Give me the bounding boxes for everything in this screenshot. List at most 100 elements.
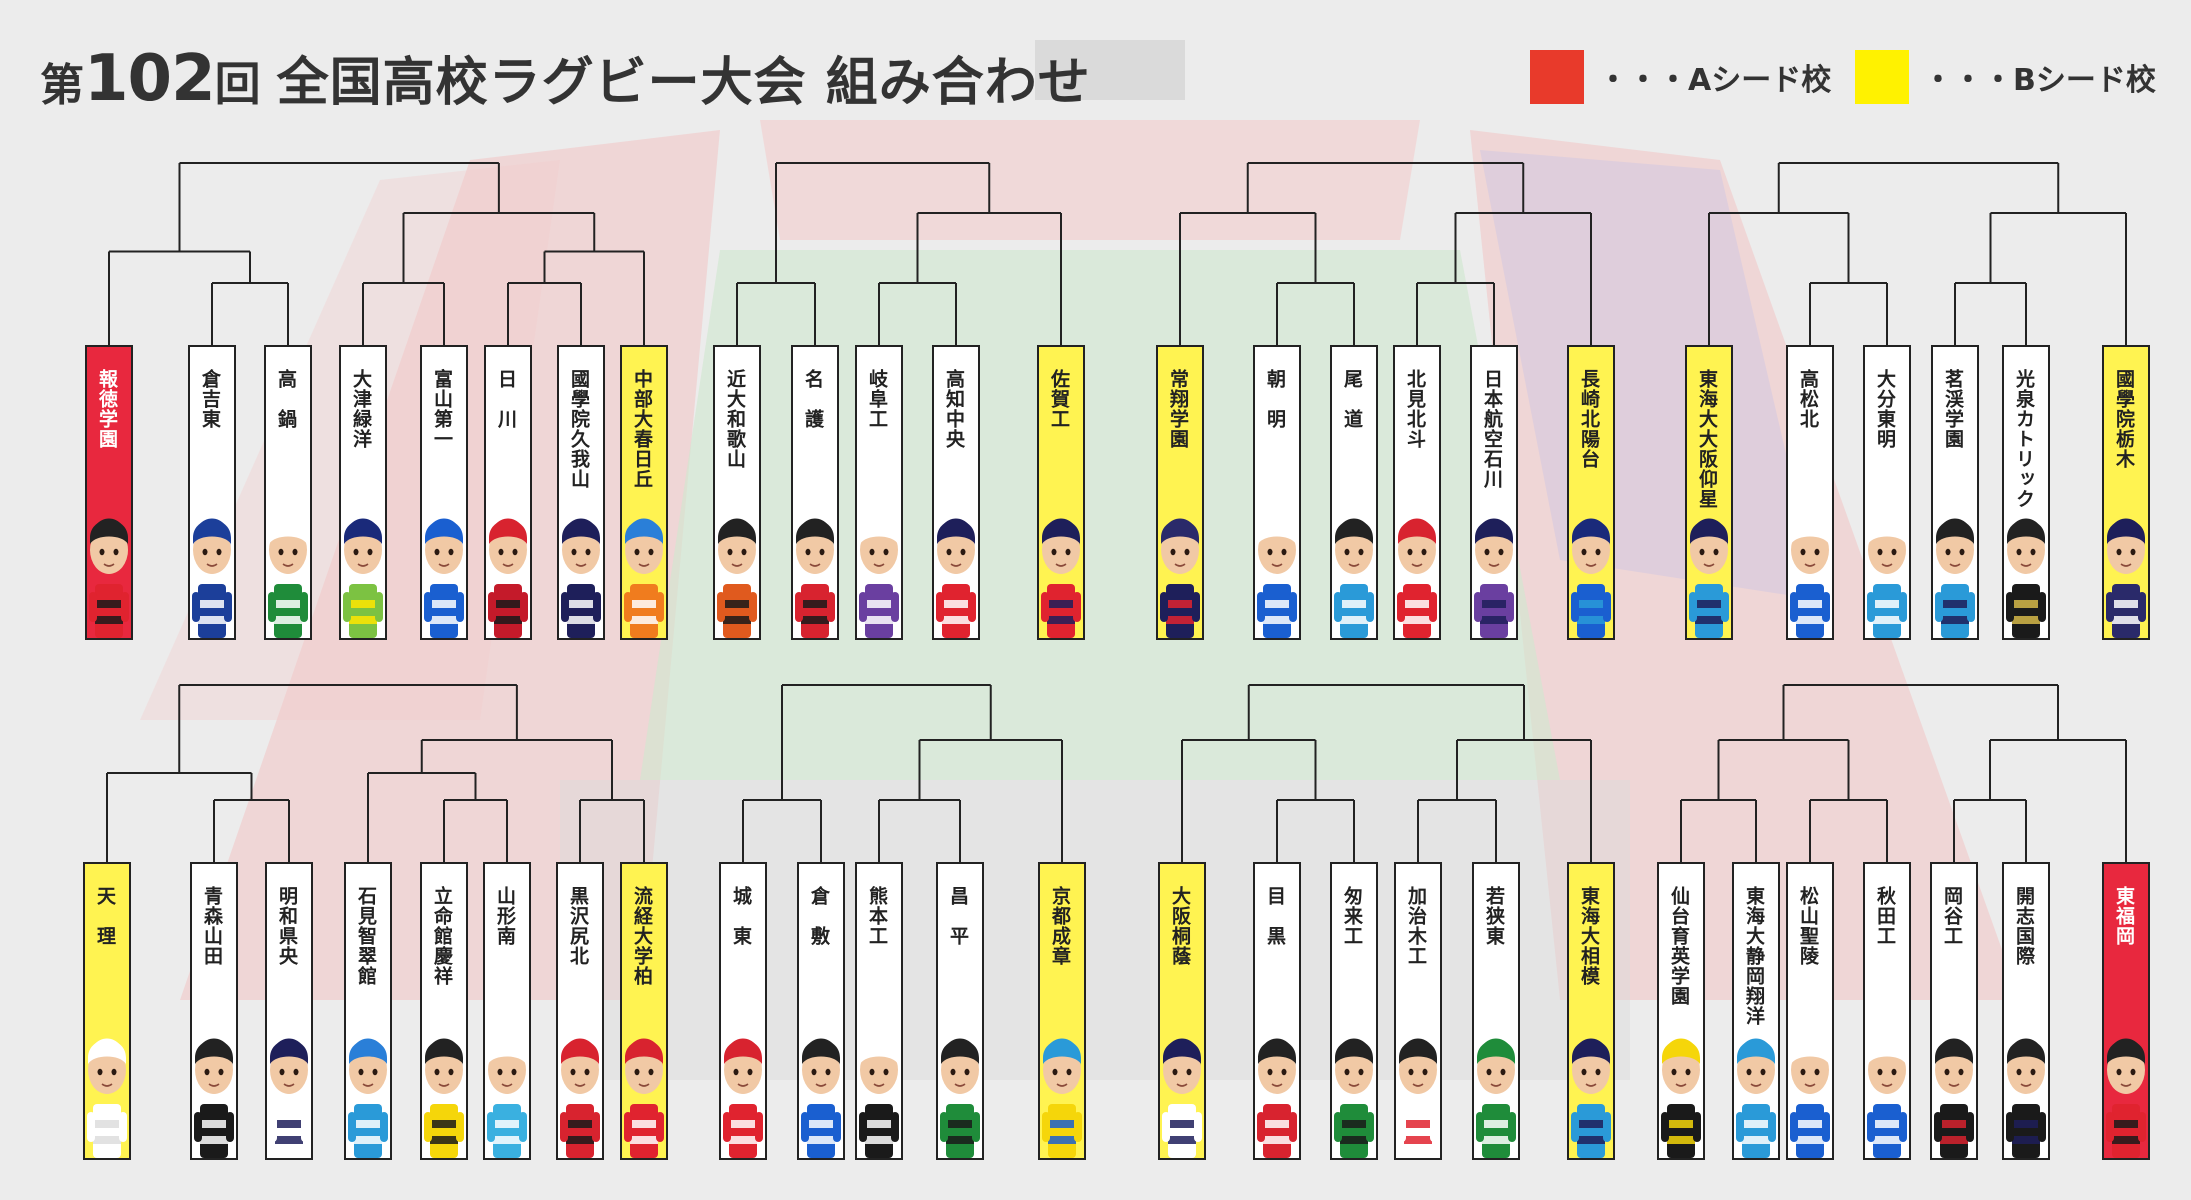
player-icon [1474, 518, 1514, 638]
team-card: 日 川 [484, 345, 532, 640]
team-card: 京都成章 [1038, 862, 1086, 1160]
team-name: 國學院栃木 [2113, 369, 2135, 469]
player-icon [801, 1038, 841, 1158]
player-icon [1790, 1038, 1830, 1158]
team-name: 流経大学柏 [631, 886, 653, 986]
team-name: 倉 敷 [808, 886, 830, 946]
title-suffix: 回 [214, 57, 261, 111]
team-name: 佐賀工 [1048, 369, 1070, 429]
team-name: 倉吉東 [199, 369, 221, 429]
team-card: 東福岡 [2102, 862, 2150, 1160]
player-icon [269, 1038, 309, 1158]
player-icon [1571, 518, 1611, 638]
team-name: 京都成章 [1049, 886, 1071, 966]
team-name: 岐阜工 [866, 369, 888, 429]
team-name: 長崎北陽台 [1578, 369, 1600, 469]
title-main: 全国高校ラグビー大会 組み合わせ [276, 53, 1091, 113]
team-name: 開志国際 [2013, 886, 2035, 966]
team-name: 茗渓学園 [1942, 369, 1964, 449]
team-card: 國學院久我山 [557, 345, 605, 640]
player-icon [1934, 1038, 1974, 1158]
team-card: 岐阜工 [855, 345, 903, 640]
team-name: 報徳学園 [96, 369, 118, 449]
team-card: 高知中央 [932, 345, 980, 640]
title-number: 102 [84, 42, 216, 116]
team-name: 岡谷工 [1941, 886, 1963, 946]
team-card: 秋田工 [1863, 862, 1911, 1160]
player-icon [2006, 1038, 2046, 1158]
player-icon [1397, 518, 1437, 638]
legend-label-b: ・・・Bシード校 [1923, 63, 2156, 98]
player-icon [859, 1038, 899, 1158]
team-name: 秋田工 [1874, 886, 1896, 946]
team-name: 山形南 [494, 886, 516, 946]
player-icon [1935, 518, 1975, 638]
team-card: 加治木工 [1394, 862, 1442, 1160]
team-card: 長崎北陽台 [1567, 345, 1615, 640]
player-icon [624, 1038, 664, 1158]
team-name: 大阪桐蔭 [1169, 886, 1191, 966]
team-card: 大分東明 [1863, 345, 1911, 640]
team-card: 北見北斗 [1393, 345, 1441, 640]
team-card: 大津緑洋 [339, 345, 387, 640]
team-card: 茗渓学園 [1931, 345, 1979, 640]
team-card: 天 理 [83, 862, 131, 1160]
team-name: 光泉カトリック [2013, 369, 2035, 509]
team-card: 開志国際 [2002, 862, 2050, 1160]
team-name: 匆来工 [1341, 886, 1363, 946]
team-name: 富山第一 [431, 369, 453, 449]
player-icon [936, 518, 976, 638]
team-name: 黒沢尻北 [567, 886, 589, 966]
player-icon [1334, 1038, 1374, 1158]
team-card: 岡谷工 [1930, 862, 1978, 1160]
legend-swatch-a [1530, 50, 1584, 104]
team-name: 天 理 [94, 886, 116, 946]
player-icon [2006, 518, 2046, 638]
title-prefix: 第 [40, 60, 84, 111]
legend-label-a: ・・・Aシード校 [1598, 63, 1832, 98]
team-name: 仙台育英学園 [1668, 886, 1690, 1006]
team-card: 黒沢尻北 [556, 862, 604, 1160]
player-icon [560, 1038, 600, 1158]
team-name: 北見北斗 [1404, 369, 1426, 449]
team-name: 高 鍋 [275, 369, 297, 429]
player-icon [1042, 1038, 1082, 1158]
team-card: 常翔学園 [1156, 345, 1204, 640]
player-icon [89, 518, 129, 638]
page-title: 第 102 回 全国高校ラグビー大会 組み合わせ [40, 40, 1091, 116]
team-card: 明和県央 [265, 862, 313, 1160]
player-icon [424, 1038, 464, 1158]
team-name: 大津緑洋 [350, 369, 372, 449]
team-card: 高 鍋 [264, 345, 312, 640]
player-icon [1041, 518, 1081, 638]
player-icon [424, 518, 464, 638]
player-icon [1736, 1038, 1776, 1158]
team-name: 東海大相模 [1578, 886, 1600, 986]
player-icon [87, 1038, 127, 1158]
player-icon [487, 1038, 527, 1158]
player-icon [2106, 518, 2146, 638]
team-name: 名 護 [802, 369, 824, 429]
player-icon [192, 518, 232, 638]
team-name: 東海大静岡翔洋 [1743, 886, 1765, 1026]
team-card: 流経大学柏 [620, 862, 668, 1160]
team-card: 仙台育英学園 [1657, 862, 1705, 1160]
player-icon [1661, 1038, 1701, 1158]
team-card: 日本航空石川 [1470, 345, 1518, 640]
team-card: 若狭東 [1472, 862, 1520, 1160]
team-name: 日本航空石川 [1481, 369, 1503, 489]
team-card: 倉 敷 [797, 862, 845, 1160]
team-name: 青森山田 [201, 886, 223, 966]
legend-seed-b: ・・・Bシード校 [1855, 50, 2156, 104]
team-card: 城 東 [719, 862, 767, 1160]
team-card: 山形南 [483, 862, 531, 1160]
player-icon [723, 1038, 763, 1158]
team-card: 國學院栃木 [2102, 345, 2150, 640]
team-name: 尾 道 [1341, 369, 1363, 429]
player-icon [488, 518, 528, 638]
player-icon [1257, 1038, 1297, 1158]
team-name: 日 川 [495, 369, 517, 429]
player-icon [1867, 1038, 1907, 1158]
team-card: 倉吉東 [188, 345, 236, 640]
